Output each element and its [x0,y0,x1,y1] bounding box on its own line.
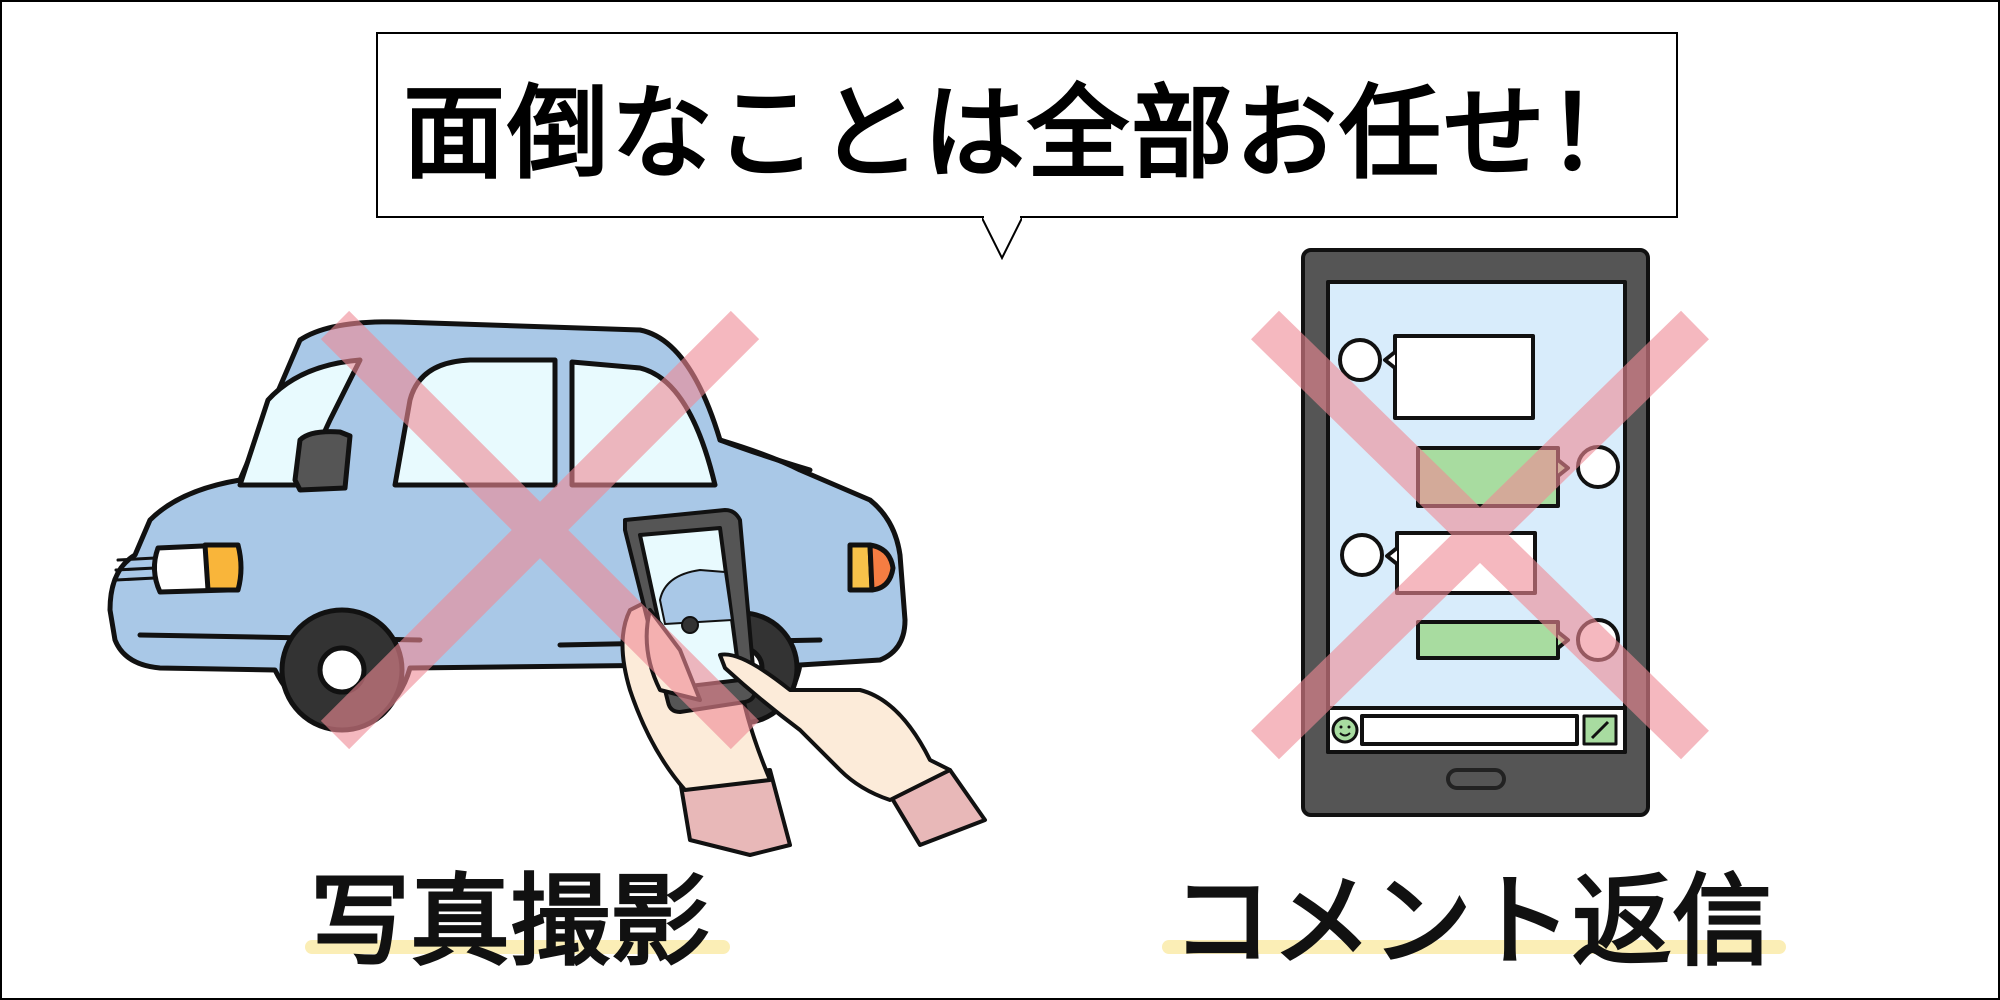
headline: 面倒なことは全部お任せ！ [403,74,1651,194]
comment-reply-label: コメント返信 [1172,863,1772,980]
car-illustration [107,319,908,733]
speech-bubble: 面倒なことは全部お任せ！ [376,32,1678,218]
smiley-icon [1331,716,1359,744]
speech-bubble-tail [982,216,1022,260]
label-underline [1162,940,1786,954]
label-underline [305,940,730,954]
photo-shooting-label: 写真撮影 [310,863,710,980]
cross-mark-icon [320,310,760,750]
pencil-icon [1582,714,1618,746]
cross-mark-icon [1251,310,1709,760]
